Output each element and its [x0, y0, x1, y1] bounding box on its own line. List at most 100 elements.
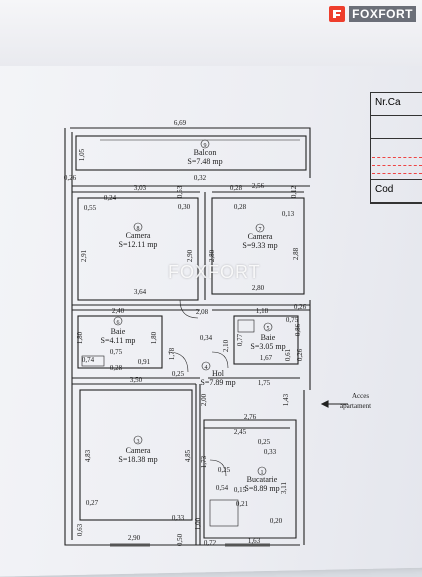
dim-label: 0,26 — [64, 174, 77, 182]
dim-label: 2,40 — [112, 307, 125, 315]
dim-label: 0,25 — [218, 466, 231, 474]
dim-label: 0,28 — [110, 364, 123, 372]
room-7-area: S=9.33 mp — [242, 241, 277, 250]
dim-label: 0,74 — [82, 356, 95, 364]
room-3-area: S=18.38 mp — [118, 455, 157, 464]
outer-wall-top — [70, 127, 311, 178]
dim-label: 0,53 — [176, 185, 184, 198]
dim-label: 1,75 — [258, 379, 271, 387]
room-1-number: 1 — [261, 470, 264, 476]
dim-label: 0,50 — [176, 533, 184, 546]
dim-label: 3,50 — [130, 376, 143, 384]
room-4-number: 4 — [205, 365, 208, 371]
room-9-number: 9 — [204, 143, 207, 149]
dim-label: 0,72 — [204, 539, 217, 547]
room-5-number: 5 — [267, 326, 270, 332]
floor-plan: 9 Balcon S=7.48 mp 8 Camera S=12.11 mp 7… — [64, 119, 371, 547]
dim-label: 0,28 — [234, 203, 247, 211]
room-6-outline — [77, 315, 163, 369]
dim-label: 0,20 — [270, 517, 283, 525]
room-9-name: Balcon — [194, 148, 217, 157]
room-1-name: Bucatarie — [247, 475, 278, 484]
dim-label: 0,86 — [294, 323, 302, 336]
dim-label: 3,03 — [134, 184, 147, 192]
dim-label: 3,11 — [280, 482, 288, 494]
table-row — [371, 116, 422, 139]
dim-label: 0,21 — [236, 500, 249, 508]
dim-label: 0,24 — [104, 194, 117, 202]
dim-label: 1,80 — [76, 331, 84, 344]
dim-label: 2,91 — [80, 249, 88, 262]
watermark-text: FOXFORT — [168, 262, 261, 282]
balcony-outline — [75, 135, 307, 171]
room-7-number: 7 — [259, 227, 262, 233]
room-7-outline — [211, 197, 305, 295]
dim-label: 1,80 — [150, 331, 158, 344]
dim-label: 0,34 — [200, 334, 213, 342]
dim-label: 0,33 — [264, 448, 277, 456]
dim-label: 0,54 — [216, 484, 229, 492]
dim-label: 3,64 — [134, 288, 147, 296]
dim-label: 0,28 — [230, 184, 243, 192]
room-8-outline — [77, 197, 199, 301]
dim-label: 1,43 — [282, 393, 290, 406]
dim-label: 0,30 — [178, 203, 191, 211]
dim-label: 2,10 — [222, 339, 230, 352]
dim-label: 2,90 — [186, 249, 194, 262]
dim-label: 0,77 — [236, 333, 244, 346]
access-label: Acces — [352, 392, 369, 400]
dim-label: 0,27 — [86, 499, 99, 507]
dim-label: 0,26 — [296, 348, 304, 361]
table-row: Nr.Ca — [371, 93, 422, 116]
red-guide-lines — [372, 150, 422, 200]
dim-label: 2,80 — [208, 249, 216, 262]
brand-name: FOXFORT — [349, 6, 416, 22]
dim-label: 0,61 — [284, 348, 292, 361]
room-5-outline — [233, 315, 299, 365]
dim-label: 2,76 — [244, 413, 257, 421]
room-6-number: 6 — [117, 320, 120, 326]
dim-label: 1,00 — [194, 517, 202, 530]
dim-label: 0,15 — [234, 486, 247, 494]
table-row: Cod — [371, 179, 422, 203]
dim-label: 2,56 — [252, 182, 265, 190]
dim-label: 4,85 — [184, 449, 192, 462]
room-6-area: S=4.11 mp — [101, 336, 136, 345]
dim-label: 1,73 — [200, 455, 208, 468]
dim-label: 1,05 — [78, 148, 86, 161]
side-title-table: Nr.Ca Cod — [370, 92, 422, 204]
room-1-area: S=8.89 mp — [244, 484, 279, 493]
dim-label: 4,83 — [84, 449, 92, 462]
dim-label: 0,25 — [172, 370, 185, 378]
dim-label: 1,63 — [248, 537, 261, 545]
room-4-name: Hol — [212, 369, 225, 378]
dim-label: 0,33 — [172, 514, 185, 522]
dim-label: 0,12 — [290, 185, 298, 198]
dim-label: 2,88 — [292, 247, 300, 260]
dim-label: 6,69 — [174, 119, 187, 127]
room-6-name: Baie — [111, 327, 126, 336]
dim-label: 0,26 — [294, 303, 307, 311]
fox-logo-icon — [329, 6, 346, 22]
room-3-name: Camera — [126, 446, 151, 455]
room-1-outline — [203, 419, 297, 539]
dim-label: 1,18 — [256, 307, 269, 315]
dim-label: 2,90 — [128, 534, 141, 542]
dim-label: 1,67 — [260, 354, 273, 362]
room-9-area: S=7.48 mp — [187, 157, 222, 166]
room-4-area: S=7.89 mp — [200, 378, 235, 387]
room-7-name: Camera — [248, 232, 273, 241]
dim-label: 0,32 — [194, 174, 207, 182]
dim-label: 0,75 — [110, 348, 123, 356]
room-8-area: S=12.11 mp — [119, 240, 158, 249]
dim-label: 0,75 — [286, 316, 299, 324]
access-label-sub: apartament — [340, 402, 371, 410]
dim-label: 0,55 — [84, 204, 97, 212]
dim-label: 2,80 — [252, 284, 265, 292]
dim-label: 2,45 — [234, 428, 247, 436]
room-5-name: Baie — [261, 333, 276, 342]
dim-label: 2,00 — [200, 393, 208, 406]
dim-label: 0,25 — [258, 438, 271, 446]
outer-wall-left-bottom — [64, 128, 300, 546]
room-3-number: 3 — [137, 439, 140, 445]
